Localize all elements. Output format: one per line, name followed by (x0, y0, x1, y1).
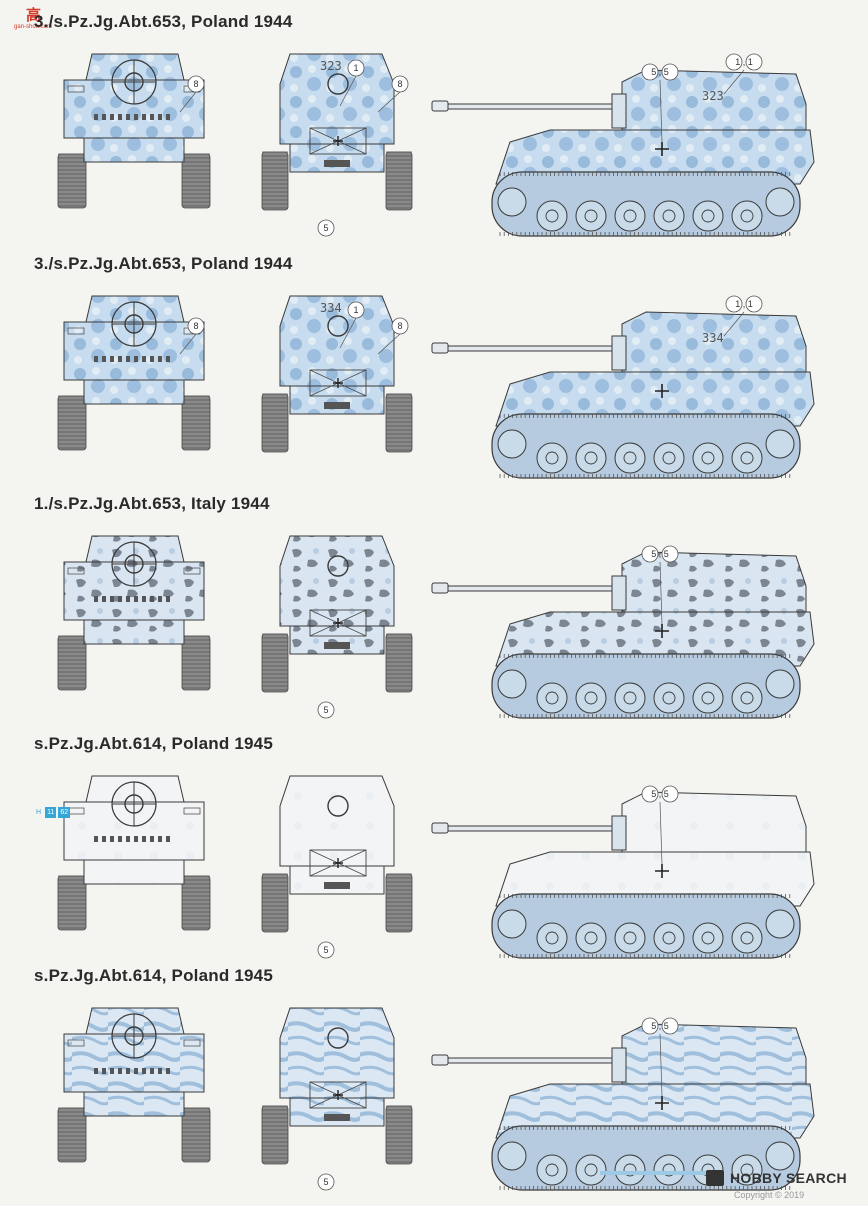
track-group (261, 151, 289, 211)
copyright-text: Copyright © 2019 (734, 1190, 805, 1200)
callout-rear-bottom: 5 (317, 701, 335, 719)
hobby-search-logo: HOBBY SEARCH (706, 1168, 866, 1192)
color-tag-code-1: 11 (45, 806, 57, 818)
rear-view (261, 1007, 413, 1165)
scheme-title: s.Pz.Jg.Abt.614, Poland 1945 (34, 734, 273, 753)
track-group (385, 393, 413, 453)
callout-rear-bottom-label: 5 (323, 945, 328, 955)
track-group (261, 1105, 289, 1165)
track-group (261, 873, 289, 933)
track-group (57, 153, 87, 209)
callout-side-cross-label: 5 , 5 (651, 67, 669, 77)
callout-side-cross-label: 5 , 5 (651, 789, 669, 799)
callout-side-cross-label: 5 , 5 (651, 549, 669, 559)
scheme-illustration: 5 5 , 5 (57, 535, 815, 719)
track-group (385, 1105, 413, 1165)
site-logo-mark: 高 (26, 6, 42, 24)
callout-side-cross: 5 , 5 (641, 545, 679, 625)
callout-side-cross: 5 , 5 (641, 63, 679, 143)
track-group (57, 395, 87, 451)
scheme-title: s.Pz.Jg.Abt.614, Poland 1945 (34, 966, 273, 985)
callout-side-cross: 5 , 5 (641, 1017, 679, 1097)
callout-front-top-label: 8 (193, 79, 198, 89)
scheme-1: 3./s.Pz.Jg.Abt.653, Poland 1944 323 323 8 1 8… (0, 12, 868, 252)
callout-rear-bottom-label: 5 (323, 223, 328, 233)
side-hull-number: 323 (702, 89, 724, 103)
scheme-2: 3./s.Pz.Jg.Abt.653, Poland 1944 334 334 8 1 8… (0, 254, 868, 494)
callout-rear-bottom: 5 (317, 941, 335, 959)
track-group (261, 633, 289, 693)
scheme-illustration: 5 5 , 5 (57, 775, 815, 959)
callout-rear-right: 8 (377, 75, 409, 113)
side-view: 323 (431, 69, 815, 237)
front-view (57, 53, 211, 209)
track-group (57, 875, 87, 931)
site-logo-url: gan-shou.com (14, 24, 53, 30)
callout-side-number: 1 , 1 (723, 295, 763, 337)
hobby-search-brand: HOBBY SEARCH (730, 1170, 847, 1186)
track-group (57, 1107, 87, 1163)
color-tag-prefix: H (36, 808, 42, 816)
track-group (385, 151, 413, 211)
callout-rear-bottom-label: 5 (323, 1177, 328, 1187)
callout-side-cross-label: 5 , 5 (651, 1021, 669, 1031)
scheme-illustration: 5 5 , 5 (57, 1007, 815, 1191)
callout-side-number-label: 1 , 1 (735, 57, 753, 67)
scheme-title: 3./s.Pz.Jg.Abt.653, Poland 1944 (34, 254, 293, 273)
track-group (385, 873, 413, 933)
callout-rear-right-label: 8 (397, 79, 402, 89)
scheme-4: s.Pz.Jg.Abt.614, Poland 1945 5 5 , 5 (0, 734, 868, 974)
front-view (57, 775, 211, 931)
scheme-5: s.Pz.Jg.Abt.614, Poland 1945 5 5 , 5 (0, 966, 868, 1206)
scheme-title: 1./s.Pz.Jg.Abt.653, Italy 1944 (34, 494, 270, 513)
side-view (431, 791, 815, 959)
callout-side-number: 1 , 1 (723, 53, 763, 95)
track-group (181, 153, 211, 209)
callout-side-cross: 5 , 5 (641, 785, 679, 865)
callout-front-top-label: 8 (193, 321, 198, 331)
hobby-search-icon (706, 1170, 724, 1186)
callout-rear-right-label: 8 (397, 321, 402, 331)
callout-rear-center-label: 1 (353, 63, 358, 73)
front-view (57, 1007, 211, 1163)
callout-rear-center: 1 (339, 301, 365, 349)
callout-rear-bottom-label: 5 (323, 705, 328, 715)
callout-front-top: 8 (179, 317, 205, 355)
track-group (261, 393, 289, 453)
front-view (57, 535, 211, 691)
color-tag-code-2: 62 (58, 806, 71, 818)
side-hull-number: 334 (702, 331, 724, 345)
rear-view (261, 535, 413, 693)
callout-rear-bottom: 5 (317, 1173, 335, 1191)
scheme-illustration: 323 323 8 1 8 5 5 , 5 1 , 1 (57, 53, 815, 237)
side-view: 334 (431, 311, 815, 479)
track-group (57, 635, 87, 691)
side-view (431, 1023, 815, 1191)
front-view (57, 295, 211, 451)
rear-hull-number: 323 (320, 59, 342, 73)
track-group (181, 875, 211, 931)
site-logo: 高 gan-shou.com (4, 2, 76, 32)
callout-side-number-label: 1 , 1 (735, 299, 753, 309)
rear-view: 323 (261, 53, 413, 211)
callout-rear-right: 8 (377, 317, 409, 355)
callout-rear-center: 1 (339, 59, 365, 107)
track-group (181, 395, 211, 451)
track-group (385, 633, 413, 693)
scheme-illustration: 334 334 8 1 8 1 , 1 (57, 295, 815, 479)
side-view (431, 551, 815, 719)
footer-bar (600, 1171, 710, 1175)
callout-rear-bottom: 5 (317, 219, 335, 237)
rear-hull-number: 334 (320, 301, 342, 315)
callout-front-top: 8 (179, 75, 205, 113)
track-group (181, 635, 211, 691)
color-reference-tag: H 11 62 (34, 806, 71, 818)
scheme-title: 3./s.Pz.Jg.Abt.653, Poland 1944 (34, 12, 293, 31)
rear-view (261, 775, 413, 933)
rear-view: 334 (261, 295, 413, 453)
track-group (181, 1107, 211, 1163)
scheme-3: 1./s.Pz.Jg.Abt.653, Italy 1944 5 5 , 5 (0, 494, 868, 734)
callout-rear-center-label: 1 (353, 305, 358, 315)
